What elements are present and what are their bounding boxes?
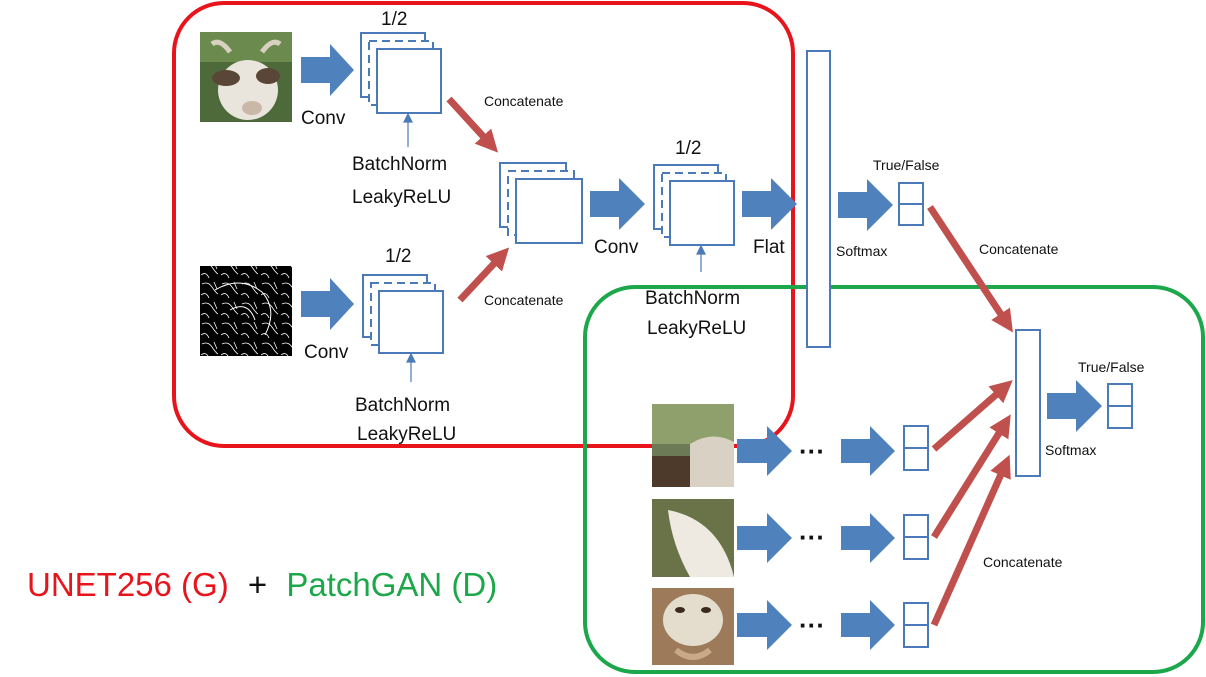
legend-discriminator: PatchGAN (D) [286, 566, 497, 603]
concat-arrow-to-d [927, 205, 1013, 333]
feature-map-top [360, 32, 442, 114]
concatenate-label-right: Concatenate [979, 241, 1059, 257]
leakyrelu-label-mid: LeakyReLU [647, 318, 746, 339]
patch-image-2 [652, 499, 734, 577]
arrow-flat [742, 178, 797, 230]
half-label-mid: 1/2 [675, 138, 701, 159]
legend-text: UNET256 (G) + PatchGAN (D) [27, 566, 497, 603]
flatten-bar [806, 50, 831, 348]
arrow-conv-bottom [301, 278, 354, 330]
conv-label-top: Conv [301, 108, 346, 129]
output-boxes [898, 182, 1133, 648]
dots-patch2: ··· [799, 522, 825, 552]
arrow-patch1-a [737, 426, 792, 476]
generator-frame [172, 1, 795, 448]
feature-map-downsampled [653, 164, 735, 246]
arrow-patch2-b [841, 513, 895, 563]
arrow-conv-mid [590, 178, 645, 230]
leakyrelu-label-top: LeakyReLU [352, 187, 451, 208]
dots-patch1: ··· [799, 436, 825, 466]
legend-plus: + [248, 566, 267, 603]
leakyrelu-label-bottom: LeakyReLU [357, 424, 456, 445]
concatenate-label-top: Concatenate [484, 93, 564, 109]
dots-patch3: ··· [799, 610, 825, 640]
half-label-top: 1/2 [381, 9, 407, 30]
discriminator-frame [583, 285, 1205, 674]
conv-label-mid: Conv [594, 237, 639, 258]
concat-bar [1015, 329, 1041, 477]
input-edges-image [200, 266, 292, 356]
flat-label: Flat [753, 237, 785, 258]
softmax-label-final: Softmax [1045, 442, 1096, 458]
batchnorm-label-bottom: BatchNorm [355, 395, 450, 416]
arrow-conv-top [301, 44, 354, 96]
arrow-patch1-b [841, 426, 895, 476]
arrow-patch3-a [737, 600, 792, 650]
batchnorm-label-top: BatchNorm [352, 154, 447, 175]
feature-map-bottom [362, 274, 444, 354]
arrow-softmax-final [1047, 380, 1102, 432]
half-label-bottom: 1/2 [385, 246, 411, 267]
true-false-label-top: True/False [873, 157, 940, 173]
patch-image-1 [652, 404, 734, 487]
input-photo-image [200, 32, 292, 122]
concat-arrow-top [446, 96, 499, 153]
concatenate-label-bottom: Concatenate [484, 292, 564, 308]
batchnorm-label-mid: BatchNorm [645, 288, 740, 309]
concat-arrow-patch1 [931, 380, 1013, 452]
softmax-label-top: Softmax [836, 243, 887, 259]
true-false-label-final: True/False [1078, 359, 1145, 375]
conv-label-bottom: Conv [304, 342, 349, 363]
arrow-softmax-top [838, 179, 893, 231]
concat-arrow-bottom [457, 247, 510, 303]
concatenate-label-lower: Concatenate [983, 554, 1063, 570]
flow-arrows [301, 44, 1102, 650]
arrow-patch2-a [737, 513, 792, 563]
patch-image-3 [652, 588, 734, 665]
arrow-patch3-b [841, 600, 895, 650]
norm-pointers [403, 112, 706, 382]
feature-map-concat [499, 162, 583, 244]
concat-arrow-patch2 [931, 414, 1011, 539]
concat-arrows [446, 96, 1013, 627]
concat-arrow-patch3 [930, 454, 1011, 627]
legend-generator: UNET256 (G) [27, 566, 229, 603]
